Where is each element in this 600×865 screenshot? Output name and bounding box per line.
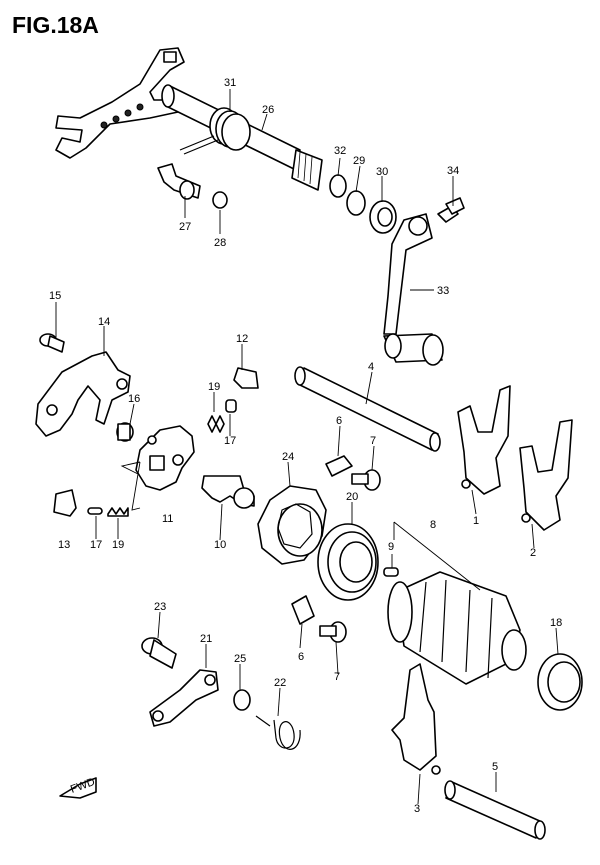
callout-1: 1	[473, 515, 479, 527]
spring-19-lower-part	[107, 507, 129, 517]
screw-7-lower-part	[319, 621, 347, 643]
cam-stopper-11-part	[135, 425, 195, 491]
torsion-spring-part	[179, 107, 251, 155]
callout-20: 20	[346, 491, 358, 503]
shaft-5-part	[444, 780, 546, 840]
callout-24: 24	[282, 451, 294, 463]
callout-31: 31	[224, 77, 236, 89]
bearing-20-part	[317, 523, 379, 601]
leader-lines	[55, 89, 559, 805]
callout-17-upper: 17	[224, 435, 236, 447]
callout-34: 34	[447, 165, 459, 177]
bolt-15-part	[39, 333, 65, 353]
callout-5: 5	[492, 761, 498, 773]
arm-21-part	[149, 669, 219, 727]
pin-10-part	[201, 475, 255, 509]
callout-33: 33	[437, 285, 449, 297]
callout-30: 30	[376, 166, 388, 178]
callout-7-lower: 7	[334, 671, 340, 683]
callout-15: 15	[49, 290, 61, 302]
pin-27-part	[157, 163, 201, 200]
bracket-8	[393, 521, 481, 591]
pin-17-upper-part	[225, 399, 237, 413]
callout-9: 9	[388, 541, 394, 553]
bearing-18-part	[537, 653, 583, 711]
spring-19-upper-part	[207, 415, 225, 433]
spring-22-part	[255, 715, 301, 750]
callout-4: 4	[368, 361, 374, 373]
callout-13: 13	[58, 539, 70, 551]
fwd-arrow-icon: FWD	[59, 776, 97, 799]
washer-28-part	[212, 191, 228, 209]
callout-25: 25	[234, 653, 246, 665]
fork-2-part	[519, 419, 573, 531]
callout-27: 27	[179, 221, 191, 233]
bolt-34-part	[437, 197, 465, 223]
callout-10: 10	[214, 539, 226, 551]
callout-21: 21	[200, 633, 212, 645]
shift-shaft-4-part	[294, 366, 441, 452]
pin-17-lower-part	[87, 507, 103, 515]
callout-labels: 31 26 32 29 30 34 27 28 33 15 14 12 4 19…	[49, 77, 562, 815]
callout-2: 2	[530, 547, 536, 559]
stopper-12-part	[233, 367, 259, 389]
fork-1-part	[457, 385, 511, 495]
callout-29: 29	[353, 155, 365, 167]
bracket-11	[120, 461, 141, 511]
shift-drum-8-part	[387, 571, 527, 685]
washer-29-part	[346, 190, 366, 216]
washer-25-part	[233, 689, 251, 711]
oil-seal-30-part	[369, 200, 397, 234]
callout-7-upper: 7	[370, 435, 376, 447]
callout-19-lower: 19	[112, 539, 124, 551]
washer-6-upper-part	[325, 455, 353, 477]
bushing-16-part	[116, 422, 134, 442]
gearshift-lever-33-part	[383, 213, 444, 366]
screw-7-upper-part	[351, 469, 381, 491]
pin-9-part	[383, 567, 399, 577]
cam-plate-24-part	[257, 485, 327, 565]
washer-6-lower-part	[291, 595, 315, 625]
callout-32: 32	[334, 145, 346, 157]
callout-11: 11	[162, 513, 173, 525]
figure-title: FIG.18A	[12, 12, 99, 38]
callout-6-lower: 6	[298, 651, 304, 663]
fork-3-part	[391, 663, 441, 775]
callout-28: 28	[214, 237, 226, 249]
ring-32-part	[329, 174, 347, 198]
callout-17-lower: 17	[90, 539, 102, 551]
callout-12: 12	[236, 333, 248, 345]
callout-8: 8	[430, 519, 436, 531]
callout-19-upper: 19	[208, 381, 220, 393]
callout-18: 18	[550, 617, 562, 629]
callout-22: 22	[274, 677, 286, 689]
bolt-23-part	[141, 637, 177, 669]
callout-14: 14	[98, 316, 110, 328]
plate-14-part	[35, 351, 131, 437]
callout-3: 3	[414, 803, 420, 815]
callout-26: 26	[262, 104, 274, 116]
callout-16: 16	[128, 393, 140, 405]
gearshift-shaft-part	[55, 47, 323, 191]
callout-23: 23	[154, 601, 166, 613]
stopper-13-part	[53, 489, 77, 517]
callout-6-upper: 6	[336, 415, 342, 427]
